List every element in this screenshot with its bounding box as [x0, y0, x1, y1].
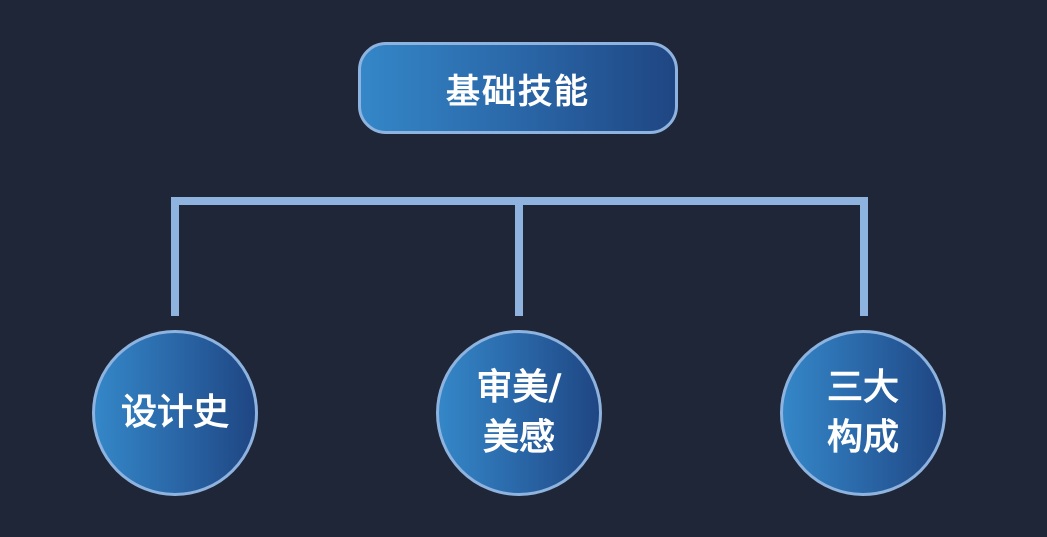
child-node-three-compositions: 三大 构成: [780, 330, 946, 496]
child-node-label: 审美/ 美感: [476, 367, 562, 458]
child-node-label: 三大 构成: [826, 367, 899, 458]
root-node-label: 基础技能: [446, 71, 590, 112]
child-node-aesthetics: 审美/ 美感: [436, 330, 602, 496]
child-node-label: 设计史: [120, 392, 229, 433]
child-node-design-history: 设计史: [92, 330, 258, 496]
root-node: 基础技能: [358, 42, 678, 134]
